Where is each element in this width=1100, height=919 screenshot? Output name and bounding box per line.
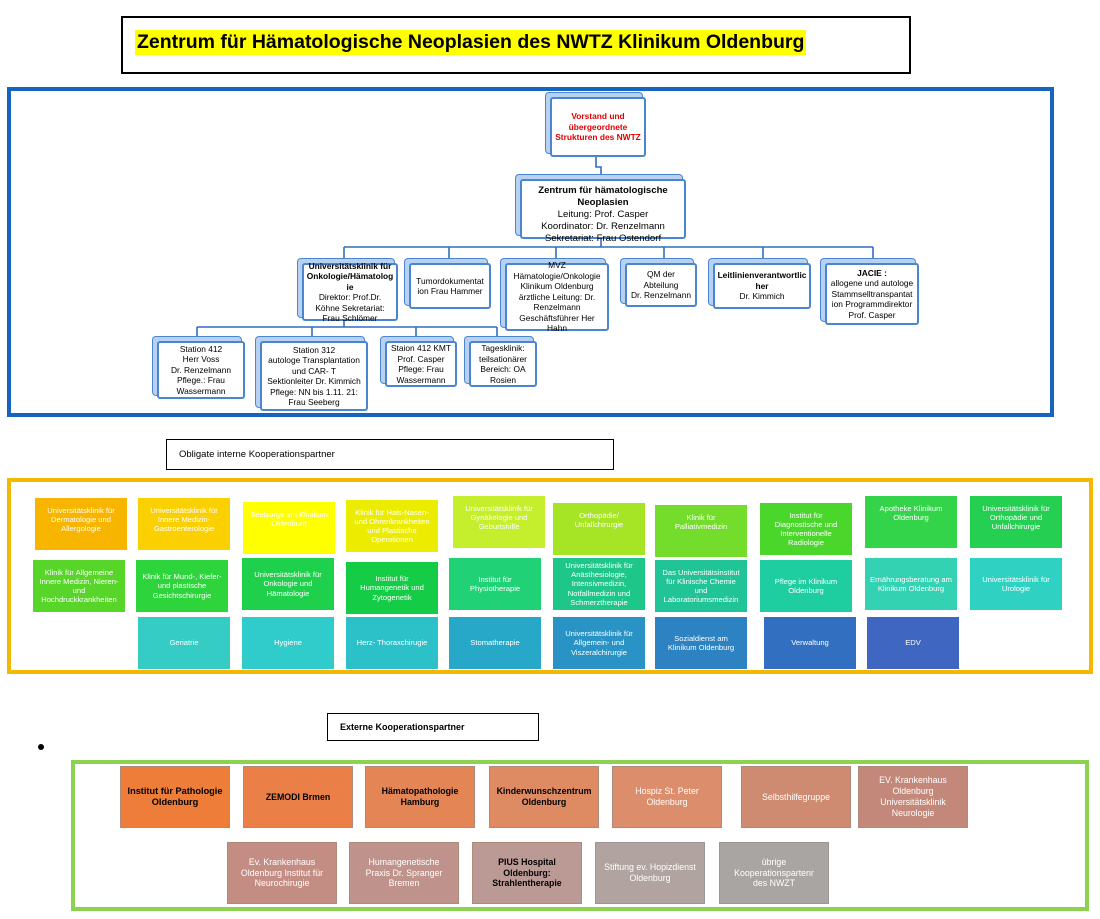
node-tumordokumentation: Tumordokumentat ion Frau Hammer: [409, 263, 491, 309]
internal-partner-row3-6: Verwaltung: [764, 617, 856, 669]
internal-partner-row1-4: Universitätsklinik für Gynäkologie und G…: [453, 496, 545, 548]
internal-partner-row1-9: Universitätsklinik für Orthopädie und Un…: [970, 496, 1062, 548]
title-box: Zentrum für Hämatologische Neoplasien de…: [121, 16, 911, 74]
internal-partner-row1-2: Seelsorge am Klinikum Oldenburg: [243, 502, 335, 554]
node-leitlinien-name: Leitlinienverantwortlic her: [717, 270, 807, 291]
node-tagesklinik: Tagesklinik: teilsationärer Bereich: OA …: [469, 341, 537, 387]
node-jacie-details: allogene und autologe Stammselltranspant…: [830, 278, 914, 320]
node-qm: QM der Abteilung Dr. Renzelmann: [625, 263, 697, 307]
internal-partner-row1-7: Institut für Diagnostische und Intervent…: [760, 503, 852, 555]
bullet-icon: [38, 744, 44, 750]
external-partner-row1-4: Hospiz St. Peter Oldenburg: [612, 766, 722, 828]
node-mvz: MVZ Hämatologie/Onkologie Klinikum Olden…: [505, 260, 609, 333]
node-onkologie-details: Direktor: Prof.Dr. Köhne Sekretariat: Fr…: [315, 292, 385, 323]
node-leitlinien-details: Dr. Kimmich: [739, 291, 785, 302]
node-zentrum: Zentrum für hämatologische Neoplasien Le…: [520, 179, 686, 244]
internal-partner-row2-3: Institut für Humangenetik und Zytogeneti…: [346, 562, 438, 614]
node-jacie: JACIE : allogene und autologe Stammsellt…: [825, 263, 919, 325]
node-onkologie-name: Universitätsklinik für Onkologie/Hämatol…: [306, 260, 394, 292]
internal-partner-row2-5: Universitätsklinik für Anästhesiologie, …: [553, 558, 645, 610]
node-vorstand: Vorstand und übergeordnete Strukturen de…: [550, 97, 646, 157]
internal-partner-row2-1: Klinik für Mund-, Kiefer- und plastische…: [136, 560, 228, 612]
internal-partner-row2-2: Universitätsklinik für Onkologie und Häm…: [242, 558, 334, 610]
external-partner-row2-0: Ev. Krankenhaus Oldenburg Institut für N…: [227, 842, 337, 904]
internal-partner-row3-5: Sozialdienst am Klinikum Oldenburg: [655, 617, 747, 669]
internal-partner-row3-4: Universitätsklinik für Allgemein- und Vi…: [553, 617, 645, 669]
node-zentrum-details: Leitung: Prof. Casper Koordinator: Dr. R…: [541, 209, 665, 244]
internal-partners-label: Obligate interne Kooperationspartner: [166, 439, 614, 470]
node-leitlinien: Leitlinienverantwortlic her Dr. Kimmich: [713, 263, 811, 309]
external-partner-row1-0: Institut für Pathologie Oldenburg: [120, 766, 230, 828]
org-chart-connectors: [196, 157, 874, 339]
internal-partner-row3-7: EDV: [867, 617, 959, 669]
external-partner-row1-6: EV. Krankenhaus Oldenburg Universitätskl…: [858, 766, 968, 828]
external-partner-row1-3: Kinderwunschzentrum Oldenburg: [489, 766, 599, 828]
internal-partner-row1-8: Apotheke Klinikum Oldenburg: [865, 496, 957, 548]
internal-partner-row3-0: Geriatrie: [138, 617, 230, 669]
internal-partner-row2-6: Das Universitätsinstitut für Klinische C…: [655, 560, 747, 612]
node-station-412-kmt: Staion 412 KMT Prof. Casper Pflege: Frau…: [385, 341, 457, 387]
internal-partner-row1-5: Orthopädie/ Unfallchirurgie: [553, 503, 645, 555]
internal-partner-row2-8: Ernährungsberatung am Klinikum Oldenburg: [865, 558, 957, 610]
node-jacie-name: JACIE :: [857, 267, 887, 278]
external-partner-row2-3: Stiftung ev. Hopizdienst Oldenburg: [595, 842, 705, 904]
node-onkologie: Universitätsklinik für Onkologie/Hämatol…: [302, 260, 398, 323]
external-partner-row2-2: PIUS Hospital Oldenburg: Strahlentherapi…: [472, 842, 582, 904]
node-station-412: Station 412 Herr Voss Dr. Renzelmann Pfl…: [157, 341, 245, 399]
internal-partner-row1-3: Klinik für Hals-Nasen- und Ohrenkrankhei…: [346, 500, 438, 552]
node-station-312: Station 312 autologe Transplantation und…: [260, 341, 368, 411]
internal-partner-row1-1: Universitätsklinik für Innere Medizin- G…: [138, 498, 230, 550]
connector-top-center: [595, 157, 602, 177]
internal-partner-row3-2: Herz- Thoraxchirugie: [346, 617, 438, 669]
internal-partner-row2-7: Pflege im Klinikum Oldenburg: [760, 560, 852, 612]
external-partner-row2-1: Humangenetische Praxis Dr. Spranger Brem…: [349, 842, 459, 904]
external-partner-row1-1: ZEMODI Brmen: [243, 766, 353, 828]
internal-partner-row3-3: Stomatherapie: [449, 617, 541, 669]
internal-partner-row2-4: Institut für Physiotherapie: [449, 558, 541, 610]
internal-partner-row1-0: Universitätsklinik für Dermatologie und …: [35, 498, 127, 550]
org-chart-frame: Vorstand und übergeordnete Strukturen de…: [7, 87, 1054, 417]
internal-partner-row1-6: Klinik für Palliativmedizin: [655, 505, 747, 557]
external-partner-row2-4: übrige Kooperationspartenr des NWZT: [719, 842, 829, 904]
external-partner-row1-5: Selbsthilfegruppe: [741, 766, 851, 828]
node-zentrum-name: Zentrum für hämatologische Neoplasien: [538, 185, 668, 209]
page-title: Zentrum für Hämatologische Neoplasien de…: [135, 30, 807, 56]
internal-partner-row2-9: Universitätsklinik für Urologie: [970, 558, 1062, 610]
internal-partner-row3-1: Hygiene: [242, 617, 334, 669]
external-partner-row1-2: Hämatopathologie Hamburg: [365, 766, 475, 828]
internal-partner-row2-0: Klinik für Allgemeine Innere Medizin, Ni…: [33, 560, 125, 612]
external-partners-label: Externe Kooperationspartner: [327, 713, 539, 741]
